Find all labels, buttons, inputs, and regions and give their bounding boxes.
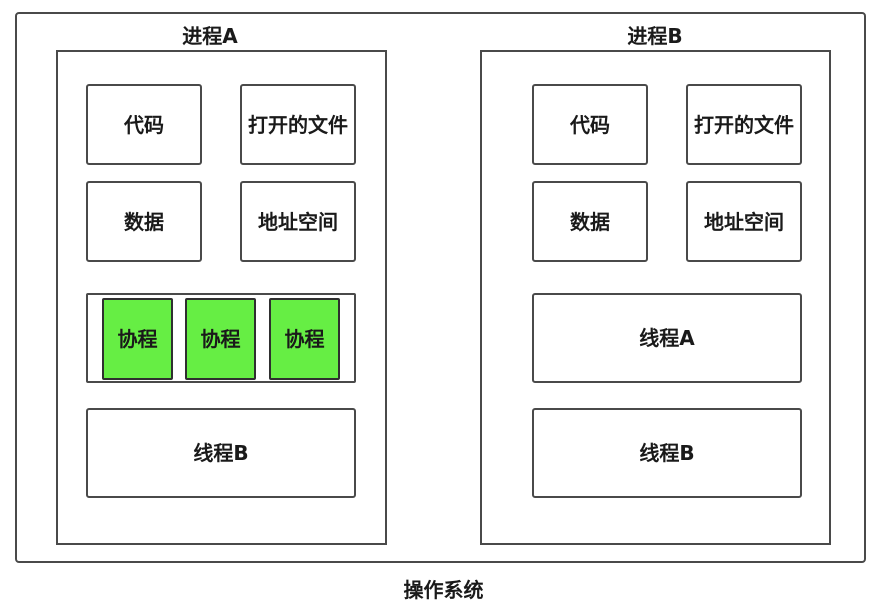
process-a-open-files-label: 打开的文件: [248, 112, 348, 137]
coroutine-1: 协程: [102, 298, 173, 380]
coroutine-3-label: 协程: [284, 327, 325, 351]
process-a-code-label: 代码: [124, 112, 164, 137]
process-b-address-space-box: 地址空间: [686, 181, 802, 262]
process-a-code-box: 代码: [86, 84, 202, 165]
process-a-data-label: 数据: [124, 209, 164, 234]
process-a-address-space-label: 地址空间: [258, 209, 338, 234]
process-a-open-files-box: 打开的文件: [240, 84, 356, 165]
process-b-thread-b-box: 线程B: [532, 408, 802, 498]
process-b-code-box: 代码: [532, 84, 648, 165]
process-b-thread-b-label: 线程B: [639, 441, 695, 465]
process-a-address-space-box: 地址空间: [240, 181, 356, 262]
coroutine-3: 协程: [269, 298, 340, 380]
coroutine-1-label: 协程: [117, 327, 158, 351]
process-b-data-label: 数据: [570, 209, 610, 234]
coroutine-2-label: 协程: [200, 327, 241, 351]
process-b-code-label: 代码: [570, 112, 610, 137]
process-b-open-files-box: 打开的文件: [686, 84, 802, 165]
process-b-address-space-label: 地址空间: [704, 209, 784, 234]
process-b-data-box: 数据: [532, 181, 648, 262]
process-a-data-box: 数据: [86, 181, 202, 262]
process-a-thread-b-box: 线程B: [86, 408, 356, 498]
os-label: 操作系统: [403, 578, 484, 602]
process-b-thread-a-box: 线程A: [532, 293, 802, 383]
process-a-title: 进程A: [182, 24, 238, 48]
process-a-thread-b-label: 线程B: [193, 441, 249, 465]
process-b-open-files-label: 打开的文件: [694, 112, 794, 137]
process-b-thread-a-label: 线程A: [639, 326, 695, 350]
process-b-title: 进程B: [627, 24, 683, 48]
coroutine-2: 协程: [185, 298, 256, 380]
